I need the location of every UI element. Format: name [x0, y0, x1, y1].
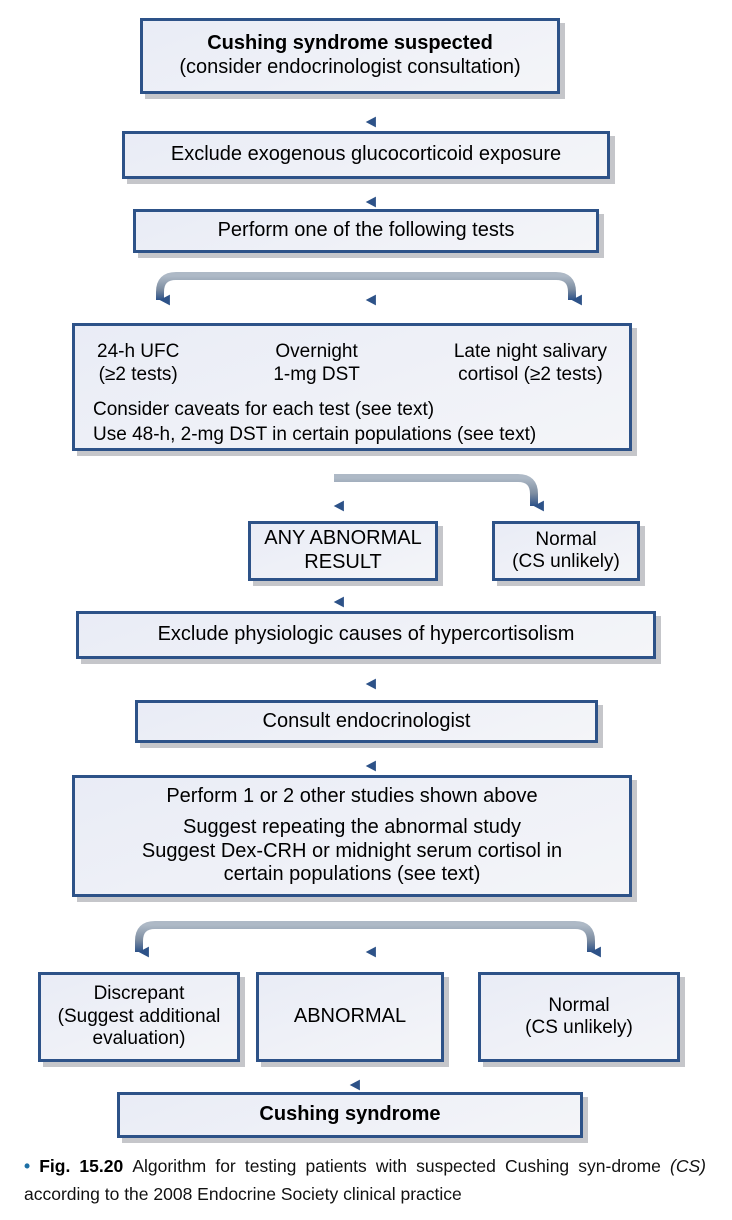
node-exclude-exogenous-glucocorticoid: Exclude exogenous glucocorticoid exposur… — [122, 131, 610, 179]
node-consult-endocrinologist: Consult endocrinologist — [135, 700, 598, 743]
node-line: 24-h UFC — [97, 341, 180, 362]
node-cushing-syndrome-suspected: Cushing syndrome suspected (consider end… — [140, 18, 560, 94]
node-perform-other-studies: Perform 1 or 2 other studies shown above… — [72, 775, 632, 897]
test-columns: 24-h UFC (≥2 tests) Overnight 1-mg DST L… — [75, 340, 629, 386]
node-line: (CS unlikely) — [525, 1017, 633, 1038]
caption-figure-number: Fig. 15.20 — [39, 1156, 124, 1176]
test-column-overnight-dst: Overnight 1-mg DST — [273, 340, 360, 386]
node-line: Perform one of the following tests — [217, 219, 515, 242]
node-line: Perform 1 or 2 other studies shown above — [166, 785, 538, 808]
node-line: Exclude exogenous glucocorticoid exposur… — [170, 143, 562, 166]
node-discrepant: Discrepant (Suggest additional evaluatio… — [38, 972, 240, 1062]
node-line: Consult endocrinologist — [262, 709, 471, 732]
node-any-abnormal-result: ANY ABNORMAL RESULT — [248, 521, 438, 581]
figure-caption: • Fig. 15.20 Algorithm for testing patie… — [0, 1152, 732, 1209]
node-line: certain populations (see text) — [223, 863, 481, 886]
node-exclude-physiologic-causes: Exclude physiologic causes of hypercorti… — [76, 611, 656, 659]
node-line: Normal — [535, 528, 597, 550]
node-line: (CS unlikely) — [512, 551, 620, 572]
node-line: Consider caveats for each test (see text… — [93, 399, 435, 421]
node-line: Cushing syndrome suspected — [207, 32, 493, 55]
caption-text-italic: (CS) — [670, 1156, 706, 1176]
node-line: Cushing syndrome — [259, 1103, 441, 1126]
node-line: Overnight — [275, 341, 358, 362]
node-screening-tests: 24-h UFC (≥2 tests) Overnight 1-mg DST L… — [72, 323, 632, 451]
node-normal-cs-unlikely-lower: Normal (CS unlikely) — [478, 972, 680, 1062]
node-line: Normal — [548, 994, 610, 1016]
node-line: Suggest repeating the abnormal study — [183, 815, 521, 838]
caption-text-part2: according to the 2008 Endocrine Society … — [24, 1184, 462, 1205]
node-line: (Suggest additional — [57, 1005, 221, 1027]
node-line: evaluation) — [92, 1028, 186, 1050]
node-line: (consider endocrinologist consultation) — [179, 56, 521, 78]
node-perform-one-of-following-tests: Perform one of the following tests — [133, 209, 599, 253]
test-column-24h-ufc: 24-h UFC (≥2 tests) — [97, 340, 179, 386]
node-line: Late night salivary — [453, 341, 607, 362]
node-line: ABNORMAL — [293, 1005, 407, 1028]
caption-text-part1: Algorithm for testing patients with susp… — [132, 1156, 671, 1176]
node-line: Discrepant — [93, 983, 185, 1005]
node-cushing-syndrome: Cushing syndrome — [117, 1092, 583, 1138]
node-line: ANY ABNORMAL — [264, 527, 422, 550]
node-line: Use 48-h, 2-mg DST in certain population… — [93, 423, 537, 445]
node-line: RESULT — [304, 551, 382, 573]
node-line: 1-mg DST — [273, 364, 360, 386]
node-line: Exclude physiologic causes of hypercorti… — [157, 623, 575, 646]
node-normal-cs-unlikely-upper: Normal (CS unlikely) — [492, 521, 640, 581]
node-line: Suggest Dex-CRH or midnight serum cortis… — [141, 839, 563, 862]
test-column-late-night-salivary-cortisol: Late night salivary cortisol (≥2 tests) — [454, 340, 607, 386]
node-line: (≥2 tests) — [98, 364, 178, 386]
node-line: cortisol (≥2 tests) — [458, 364, 603, 386]
node-abnormal: ABNORMAL — [256, 972, 444, 1062]
caption-bullet: • — [24, 1156, 31, 1176]
test-caveat-notes: Consider caveats for each test (see text… — [75, 398, 629, 447]
